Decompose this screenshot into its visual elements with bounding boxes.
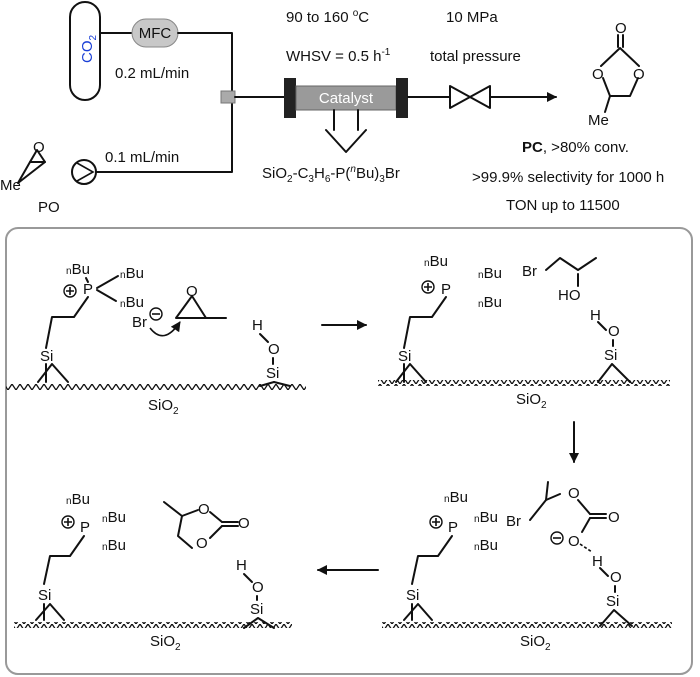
svg-text:O: O — [610, 569, 622, 586]
svg-text:nBu: nBu — [102, 509, 126, 526]
svg-text:nBu: nBu — [66, 491, 90, 508]
svg-text:Si: Si — [40, 348, 53, 365]
svg-text:nBu: nBu — [474, 509, 498, 526]
mechanism-step-4: nBu nBu nBu P Si O O O H O Si SiO2 — [14, 491, 292, 653]
curved-arrow-attack — [149, 321, 181, 337]
bromine-atom: Br — [506, 513, 521, 530]
propylene-oxide-structure: O — [175, 283, 227, 319]
svg-text:P: P — [448, 519, 458, 536]
po-label: PO — [38, 199, 60, 216]
result-selectivity: >99.9% selectivity for 1000 h — [472, 169, 664, 186]
mechanism-step-3: nBu nBu nBu P Si Br O O O H O Si SiO2 — [382, 481, 672, 653]
propylene-carbonate-structure: O O O Me — [588, 20, 645, 129]
catalyst-bed — [295, 85, 397, 111]
svg-text:nBu: nBu — [120, 294, 144, 311]
po-flow-rate: 0.1 mL/min — [105, 149, 179, 166]
phosphonium-group: nBu nBu nBu P — [403, 253, 502, 349]
svg-text:O: O — [186, 283, 198, 300]
bromine-atom: Br — [522, 263, 537, 280]
svg-text:nBu: nBu — [424, 253, 448, 270]
svg-text:P: P — [83, 281, 93, 298]
svg-text:O: O — [252, 579, 264, 596]
svg-text:nBu: nBu — [478, 294, 502, 311]
co2-label: CO2 — [79, 35, 99, 64]
pressure-label-line2: total pressure — [430, 48, 521, 65]
bromide-ion: Br — [132, 314, 147, 331]
svg-text:Si: Si — [38, 587, 51, 604]
mfc-label: MFC — [139, 25, 172, 42]
svg-text:P: P — [441, 281, 451, 298]
svg-text:nBu: nBu — [66, 261, 90, 278]
silica-support-label: SiO2 — [150, 633, 181, 653]
svg-text:Si: Si — [250, 601, 263, 618]
whsv-label: WHSV = 0.5 h-1 — [286, 47, 391, 65]
svg-text:O: O — [633, 66, 645, 83]
svg-text:O: O — [568, 533, 580, 550]
svg-text:Si: Si — [604, 347, 617, 364]
svg-text:O: O — [568, 485, 580, 502]
svg-text:O: O — [33, 139, 45, 156]
svg-text:O: O — [615, 20, 627, 37]
silica-support-label: SiO2 — [516, 391, 547, 411]
co2-flow-rate: 0.2 mL/min — [115, 65, 189, 82]
svg-text:H: H — [236, 557, 247, 574]
result-ton: TON up to 11500 — [506, 197, 620, 214]
svg-text:nBu: nBu — [444, 489, 468, 506]
svg-text:O: O — [268, 341, 280, 358]
svg-text:Si: Si — [266, 365, 279, 382]
flow-reactor-scheme: CO2 MFC 0.2 mL/min 0.1 mL/min O Me PO Ca… — [0, 1, 664, 216]
svg-text:O: O — [608, 509, 620, 526]
svg-text:O: O — [238, 515, 250, 532]
svg-text:O: O — [198, 501, 210, 518]
svg-text:nBu: nBu — [102, 537, 126, 554]
phosphonium-group: nBu nBu nBu P — [45, 261, 144, 349]
svg-text:nBu: nBu — [478, 265, 502, 282]
phosphonium-group: nBu nBu nBu P — [43, 491, 126, 585]
catalyst-label: Catalyst — [319, 90, 374, 107]
svg-text:Me: Me — [0, 177, 21, 194]
svg-text:nBu: nBu — [474, 537, 498, 554]
result-conversion: PC, >80% conv. — [522, 139, 629, 156]
pump-icon — [71, 159, 97, 185]
silica-support-label: SiO2 — [520, 633, 551, 653]
svg-text:H: H — [252, 317, 263, 334]
mechanism-panel — [5, 227, 693, 675]
svg-text:P: P — [80, 519, 90, 536]
co2-cylinder — [69, 1, 101, 101]
pressure-label-line1: 10 MPa — [446, 9, 498, 26]
mixing-tee — [220, 90, 236, 104]
temperature-label: 90 to 160 oC — [286, 8, 369, 26]
svg-text:nBu: nBu — [120, 265, 144, 282]
svg-text:O: O — [592, 66, 604, 83]
silica-support-label: SiO2 — [148, 397, 179, 417]
svg-text:Si: Si — [398, 348, 411, 365]
back-pressure-valve-icon — [449, 85, 491, 109]
svg-text:Me: Me — [588, 112, 609, 129]
catalyst-formula: SiO2-C3H6-P(nBu)3Br — [262, 164, 400, 185]
hydroxyl-group: HO — [558, 287, 581, 304]
svg-text:Si: Si — [606, 593, 619, 610]
mechanism-step-2: nBu nBu nBu P Si Br HO H O Si SiO2 — [378, 253, 670, 411]
mechanism-step-1: nBu nBu nBu P Si Br O H O Si SiO2 — [6, 261, 306, 417]
propylene-oxide-structure: O Me — [0, 139, 46, 194]
svg-text:Si: Si — [406, 587, 419, 604]
svg-text:O: O — [196, 535, 208, 552]
phosphonium-group: nBu nBu nBu P — [411, 489, 498, 585]
svg-text:H: H — [592, 553, 603, 570]
svg-text:H: H — [590, 307, 601, 324]
propylene-carbonate-structure: O O O — [163, 501, 250, 552]
svg-text:O: O — [608, 323, 620, 340]
